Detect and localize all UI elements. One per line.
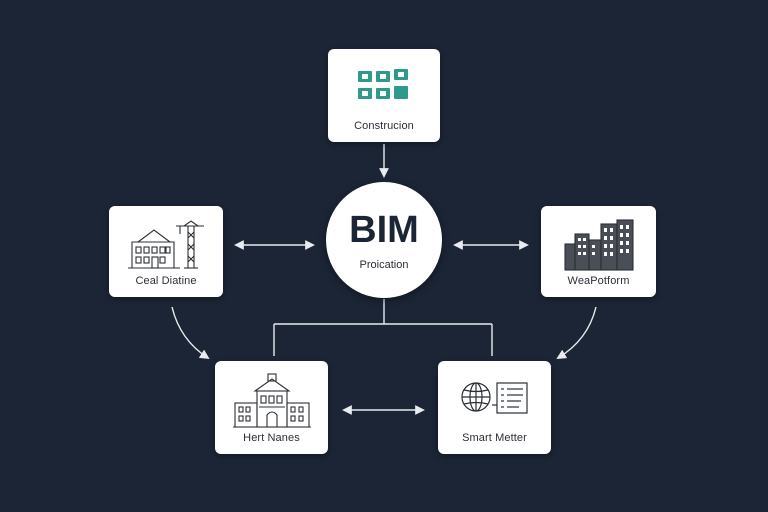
node-construction[interactable]: Construcion [328, 49, 440, 142]
skyscrapers-icon [541, 218, 656, 272]
bim-hub[interactable]: BIM Proication [326, 182, 442, 298]
node-label: WeaPotform [567, 275, 630, 287]
node-smart-metter[interactable]: Smart Metter [438, 361, 551, 454]
node-label: Construcion [354, 120, 414, 132]
node-label: Smart Metter [462, 432, 527, 444]
building-crane-icon [109, 220, 223, 272]
historic-building-icon [215, 373, 328, 429]
node-hert-nanes[interactable]: Hert Nanes [215, 361, 328, 454]
node-label: Hert Nanes [243, 432, 300, 444]
curve-right-to-bottom-right [556, 306, 597, 360]
curve-left-to-bottom-left [171, 306, 210, 360]
node-label: Ceal Diatine [135, 275, 197, 287]
node-ceal-diatine[interactable]: Ceal Diatine [109, 206, 223, 297]
hub-subtitle: Proication [359, 259, 409, 271]
globe-document-icon [438, 379, 551, 419]
grid-icon [328, 67, 440, 107]
node-weapotform[interactable]: WeaPotform [541, 206, 656, 297]
center-branch-connector [273, 299, 493, 356]
hub-title: BIM [349, 209, 419, 251]
